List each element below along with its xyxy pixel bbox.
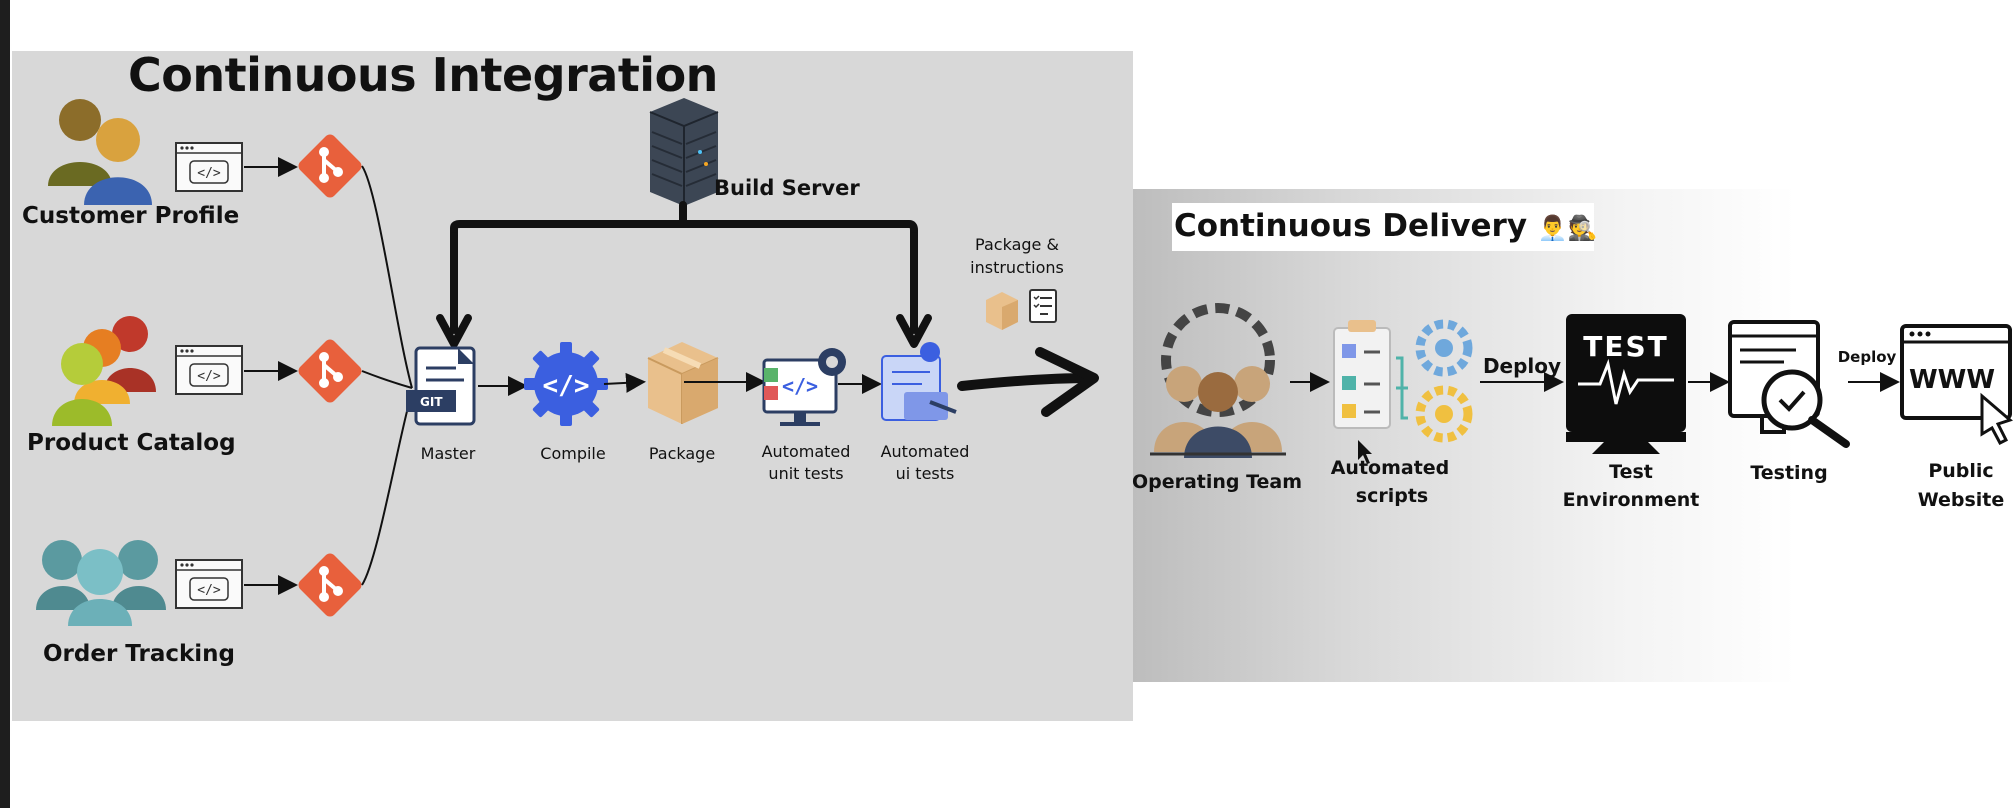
- compile-gear-icon: </>: [524, 342, 608, 426]
- ui-tests-robot-icon: [881, 342, 957, 421]
- cd-title-background: [1172, 203, 1594, 251]
- test-environment-monitor-icon: [1566, 314, 1686, 454]
- instructions-checklist-icon: [1029, 289, 1057, 323]
- build-server-label: Build Server: [714, 176, 860, 200]
- product-catalog-users-icon: [52, 316, 156, 426]
- deploy-label-2: Deploy: [1837, 348, 1897, 366]
- cd-title-text: Continuous Delivery: [1174, 208, 1528, 244]
- mouse-cursor-icon: [1358, 440, 1372, 464]
- code-window-icon-3: [175, 559, 243, 609]
- left-edge-bar: [0, 0, 10, 808]
- automated-scripts-label-line2: scripts: [1355, 485, 1429, 507]
- master-label: Master: [420, 444, 476, 463]
- www-text: WWW: [1909, 365, 1995, 395]
- code-window-icon-2: [175, 345, 243, 395]
- svg-text:</>: </>: [782, 374, 818, 398]
- operating-team-label: Operating Team: [1131, 471, 1303, 493]
- source-label-product-catalog: Product Catalog: [27, 430, 236, 456]
- source-label-order-tracking: Order Tracking: [43, 641, 235, 667]
- code-window-icon-1: [175, 142, 243, 192]
- testing-label: Testing: [1750, 462, 1828, 484]
- operating-team-icon: [1150, 303, 1286, 458]
- git-repo-icon-3: [294, 549, 366, 621]
- master-git-icon: [406, 346, 476, 426]
- cd-title: Continuous Delivery 👨‍💼🕵: [1174, 208, 1598, 244]
- test-screen-text: TEST: [1583, 330, 1669, 363]
- package-box-icon: [647, 342, 719, 424]
- test-environment-label-line1: Test: [1609, 461, 1653, 483]
- git-repo-icon-1: [294, 130, 366, 202]
- customer-profile-users-icon: [48, 99, 152, 205]
- order-tracking-users-icon: [36, 540, 166, 626]
- ci-title: Continuous Integration: [128, 48, 718, 102]
- public-website-www-icon: [1900, 324, 2013, 445]
- source-label-customer-profile: Customer Profile: [22, 203, 240, 229]
- automated-scripts-label-line1: Automated: [1330, 457, 1450, 479]
- unit-tests-label-line2: unit tests: [768, 464, 844, 483]
- automated-scripts-icon: [1333, 319, 1473, 443]
- public-website-label-line2: Website: [1917, 489, 2005, 511]
- compile-label: Compile: [540, 444, 606, 463]
- cd-title-emoji: 👨‍💼🕵: [1537, 214, 1598, 242]
- unit-tests-label-line1: Automated: [761, 442, 851, 461]
- testing-magnifier-icon: [1728, 320, 1850, 448]
- ui-tests-label-line2: ui tests: [895, 464, 955, 483]
- package-label: Package: [648, 444, 716, 463]
- unit-tests-monitor-icon: </>: [762, 348, 846, 426]
- package-instructions-label-line2: instructions: [970, 258, 1064, 277]
- git-repo-icon-2: [294, 335, 366, 407]
- package-instructions-label-line1: Package &: [975, 235, 1059, 254]
- ui-tests-label-line1: Automated: [880, 442, 970, 461]
- package-small-icon: [986, 292, 1018, 330]
- build-server-icon: [649, 98, 719, 206]
- git-badge-text: GIT: [420, 395, 443, 409]
- svg-text:</>: </>: [543, 371, 590, 401]
- public-website-label-line1: Public: [1928, 460, 1994, 482]
- deploy-label-1: Deploy: [1482, 354, 1562, 378]
- test-environment-label-line2: Environment: [1562, 489, 1700, 511]
- ci-to-cd-arrow: [957, 347, 1099, 417]
